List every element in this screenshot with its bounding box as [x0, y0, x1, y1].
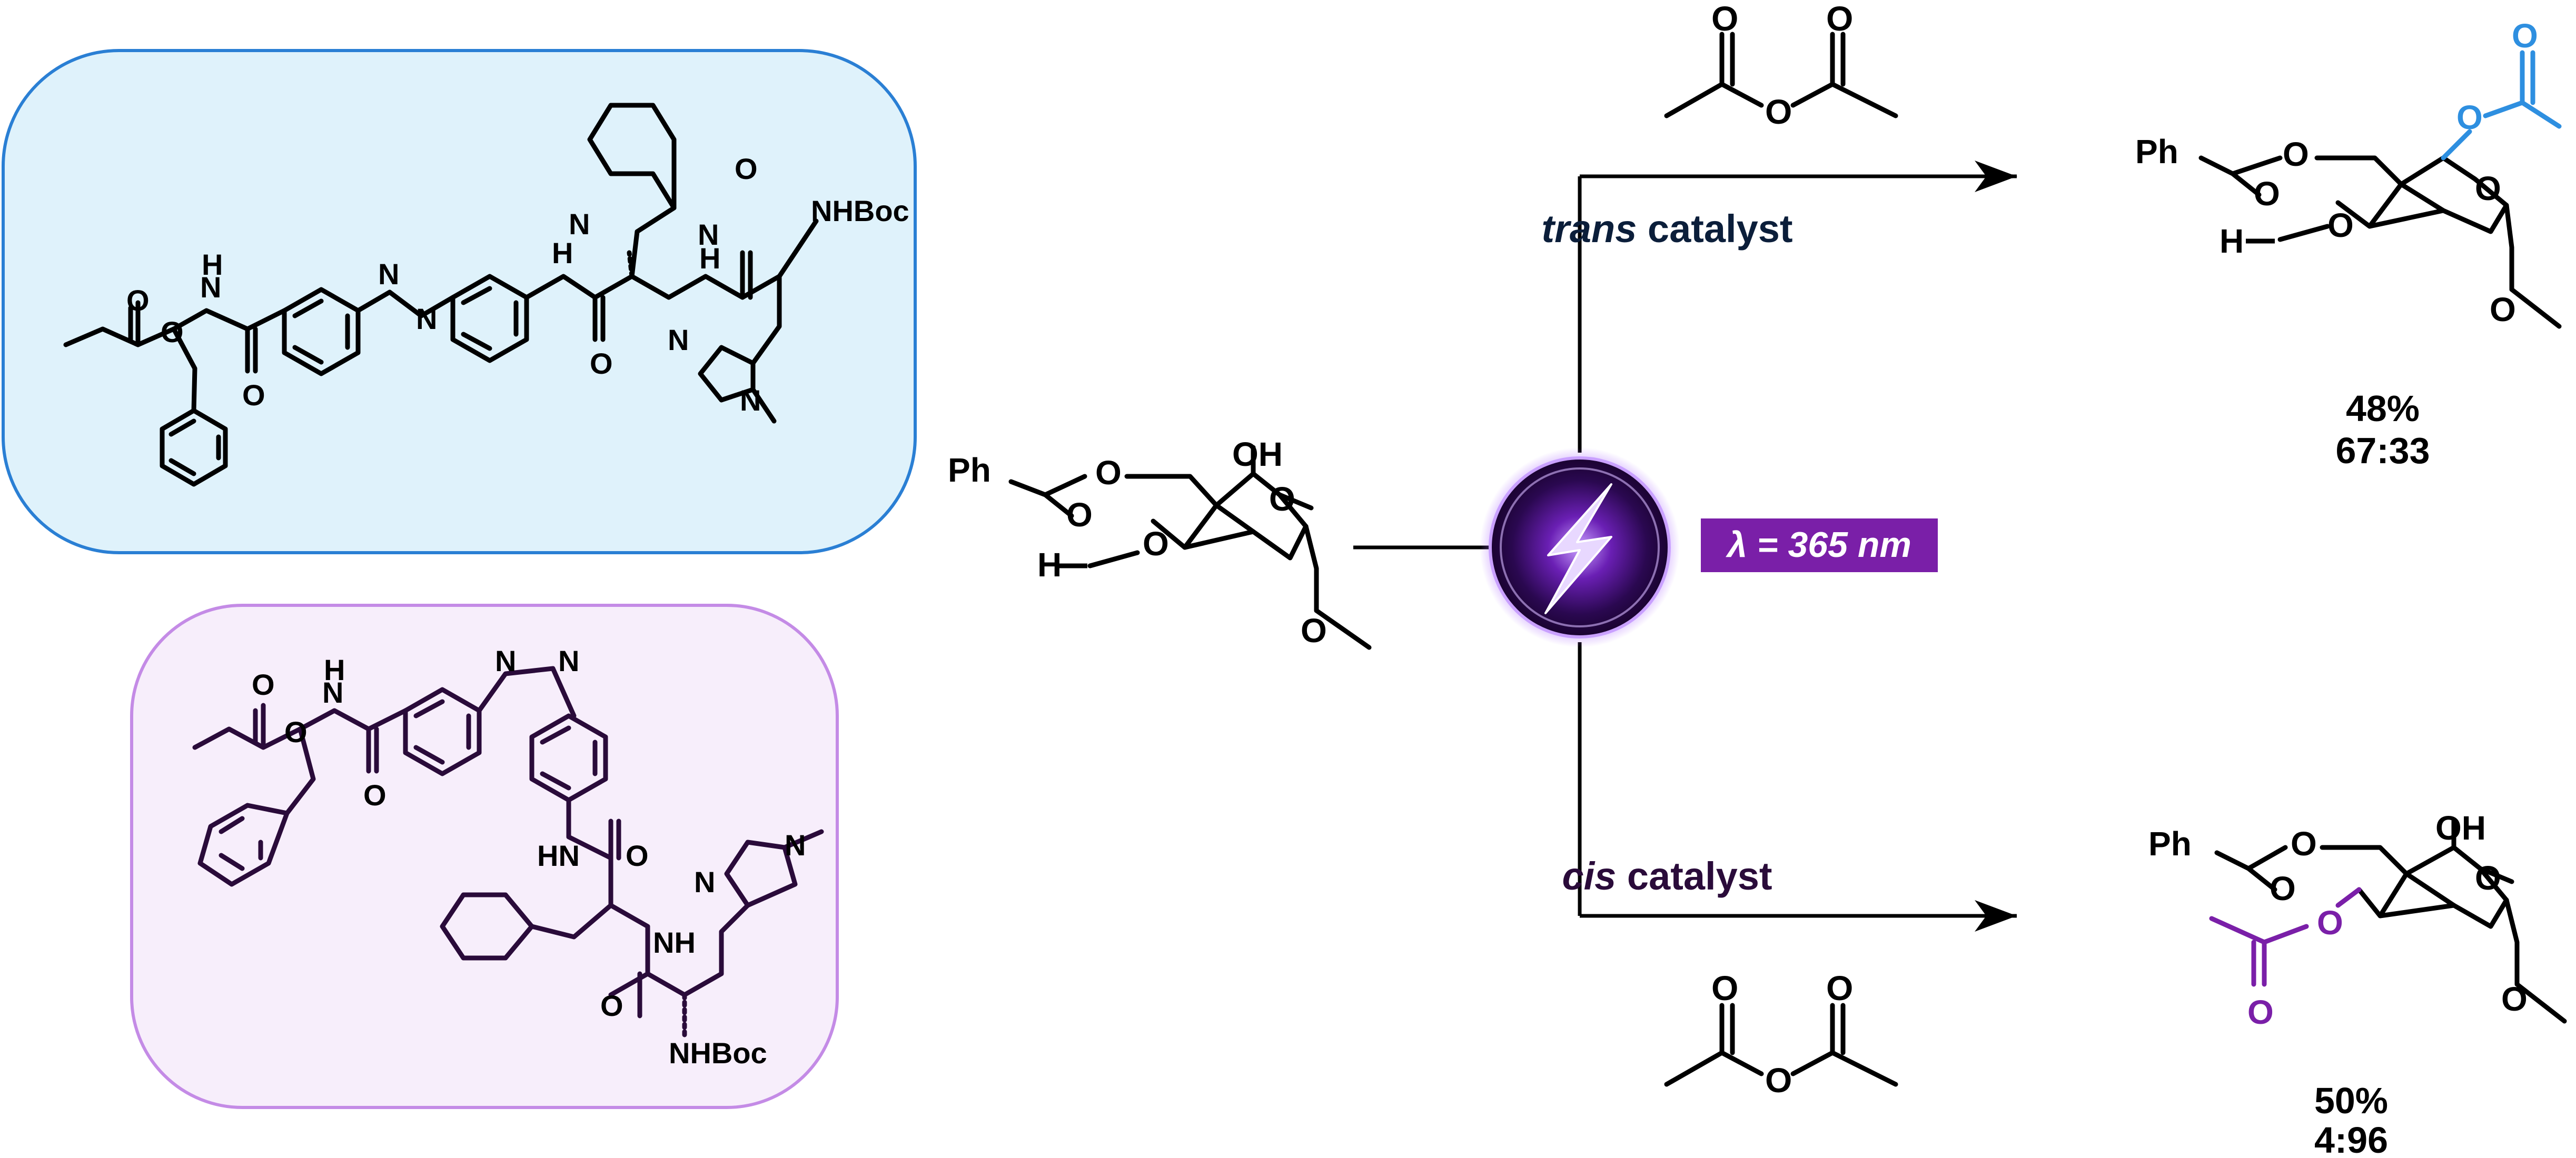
substrate-o-ring: O	[1269, 480, 1295, 518]
anhydride-bottom: O O O	[1664, 969, 1898, 1100]
product-top-o2: O	[2254, 175, 2280, 213]
product-top: Ph O O O O H O O O 48% 67:33	[2135, 17, 2562, 471]
product-top-o-ring: O	[2475, 169, 2501, 207]
trans-o-ester2: O	[161, 315, 184, 348]
cis-o-amide3: O	[600, 989, 623, 1022]
cis-catalyst-box	[130, 604, 839, 1109]
product-bottom-acetyl-o2: O	[2247, 993, 2274, 1031]
product-bottom-oh: OH	[2435, 809, 2486, 847]
trans-italic: trans	[1541, 207, 1637, 251]
product-top-o3: O	[2327, 206, 2354, 244]
product-bottom-ratio: 4:96	[2314, 1120, 2388, 1158]
product-top-yield: 48%	[2346, 388, 2420, 429]
trans-im-n1: N	[668, 323, 689, 356]
product-bottom-yield: 50%	[2314, 1080, 2388, 1121]
substrate-ph: Ph	[948, 451, 991, 489]
product-top-ratio: 67:33	[2335, 430, 2430, 471]
cis-catalyst-panel: O O N H O N N HN O NH O NHBoc N N	[130, 604, 839, 1109]
lightning-bolt-icon	[1544, 483, 1612, 614]
trans-o-amide2: O	[590, 347, 613, 380]
product-bottom-o1: O	[2291, 825, 2317, 863]
product-bottom-ph: Ph	[2148, 825, 2192, 863]
cis-o-amide2: O	[626, 839, 649, 872]
anhydride-bottom-o1: O	[1711, 969, 1738, 1007]
product-bottom: Ph O O OH O O O O 50% 4:96	[2148, 809, 2567, 1158]
trans-catalyst-panel: O O N H O N N H N O N H O NHBoc N N	[2, 49, 917, 554]
cis-catalyst-atom-labels: O O N H O N N HN O NH O NHBoc N N	[252, 644, 806, 1070]
trans-nhboc: NHBoc	[811, 194, 909, 227]
substrate-structure: Ph O O OH O O H O	[948, 435, 1372, 650]
product-top-h: H	[2220, 222, 2244, 260]
trans-nh3-h: H	[699, 242, 720, 275]
arrow-cis-head	[1975, 900, 2017, 932]
trans-nh3-n: N	[698, 218, 719, 251]
product-bottom-acetyl-o: O	[2317, 904, 2343, 942]
product-bottom-o2: O	[2270, 870, 2296, 907]
cis-im-n1: N	[694, 865, 715, 899]
cis-rest: catalyst	[1616, 854, 1772, 898]
cis-azo-n1: N	[495, 644, 516, 677]
trans-o-ester: O	[126, 284, 150, 317]
cis-h-amide1: H	[324, 653, 345, 686]
cis-azo-n2: N	[558, 644, 579, 677]
cis-catalyst-structure	[192, 666, 824, 1040]
cis-hn: HN	[537, 839, 580, 872]
substrate-o3: O	[1143, 525, 1169, 563]
product-top-o1: O	[2283, 135, 2309, 173]
trans-azo-n2: N	[416, 302, 437, 335]
trans-catalyst-label: trans catalyst	[1541, 207, 1792, 251]
trans-catalyst-structure	[63, 103, 819, 487]
substrate-oh: OH	[1232, 435, 1283, 473]
product-top-acetyl-o: O	[2456, 98, 2483, 136]
substrate-o1: O	[1095, 454, 1122, 492]
trans-o-amide3: O	[735, 152, 758, 185]
trans-rest: catalyst	[1637, 207, 1792, 251]
anhydride-top-o1: O	[1711, 0, 1738, 38]
trans-im-n2: N	[740, 384, 761, 417]
anhydride-bottom-o2: O	[1765, 1061, 1792, 1100]
product-top-ph: Ph	[2135, 133, 2178, 171]
trans-catalyst-atom-labels: O O N H O N N H N O N H O NHBoc N N	[126, 152, 909, 417]
substrate-h: H	[1037, 546, 1062, 584]
product-top-o-me: O	[2490, 291, 2516, 328]
product-bottom-o-me: O	[2501, 980, 2528, 1018]
wavelength-badge: λ = 365 nm	[1701, 518, 1938, 572]
trans-azo-n1: N	[378, 257, 399, 291]
cis-im-n2: N	[785, 828, 806, 862]
anhydride-top-o2: O	[1765, 92, 1792, 131]
trans-catalyst-box	[2, 49, 917, 554]
arrow-trans-head	[1975, 161, 2017, 192]
cis-o-ester: O	[252, 668, 275, 701]
trans-n-amide1: N	[200, 271, 221, 304]
cis-nh: NH	[653, 926, 696, 959]
cis-italic: cis	[1562, 854, 1616, 898]
substrate-o2: O	[1066, 496, 1093, 534]
cis-n-amide1: N	[322, 676, 343, 709]
product-top-acetyl-o2: O	[2512, 17, 2538, 55]
anhydride-top-o3: O	[1826, 0, 1853, 38]
trans-nh2-n: N	[569, 207, 590, 241]
cis-o-ester2: O	[284, 715, 308, 748]
trans-nh2-h: H	[552, 236, 573, 269]
cis-catalyst-label: cis catalyst	[1562, 854, 1772, 898]
substrate-o-me: O	[1301, 612, 1327, 650]
wavelength-label: λ = 365 nm	[1725, 525, 1911, 565]
anhydride-bottom-o3: O	[1826, 969, 1853, 1007]
trans-o-amide1: O	[242, 378, 265, 412]
product-bottom-o-ring: O	[2475, 859, 2501, 897]
cis-nhboc: NHBoc	[669, 1036, 767, 1070]
photoswitch-node	[1480, 447, 1680, 647]
anhydride-top: O O O	[1664, 0, 1898, 131]
trans-h-amide1: H	[202, 248, 223, 281]
cis-o-amide1: O	[363, 778, 387, 812]
